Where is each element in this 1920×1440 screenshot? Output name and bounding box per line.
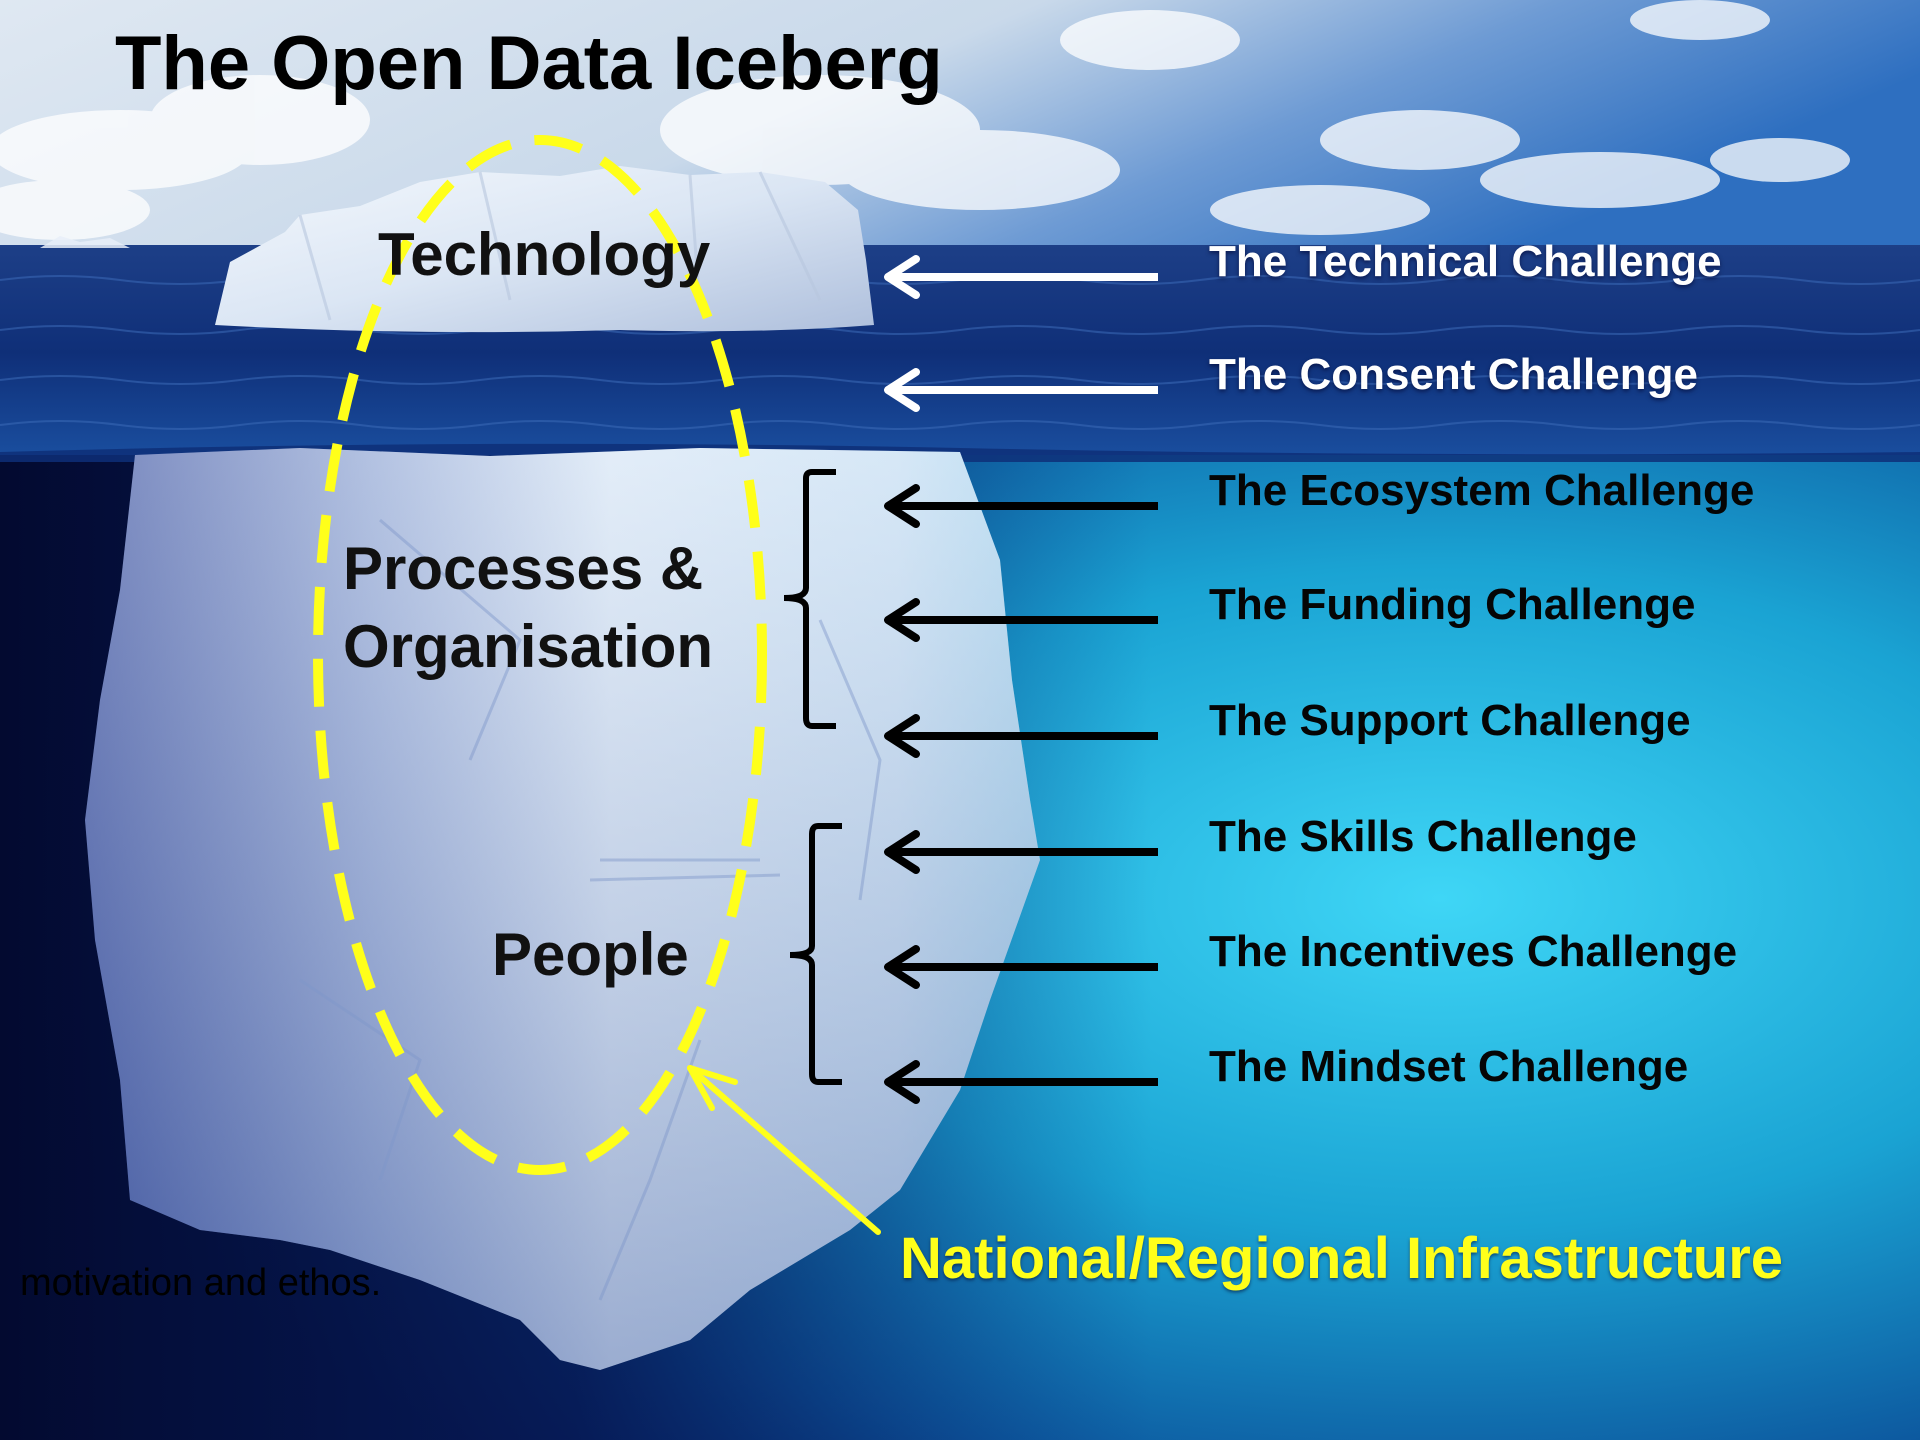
- challenge-mindset: The Mindset Challenge: [1209, 1042, 1689, 1091]
- challenge-funding: The Funding Challenge: [1209, 580, 1696, 629]
- challenge-incentives: The Incentives Challenge: [1209, 927, 1738, 976]
- challenge-ecosystem: The Ecosystem Challenge: [1209, 466, 1755, 515]
- challenge-arrow-5: [884, 714, 1158, 758]
- challenge-arrow-2: [884, 368, 1158, 412]
- iceberg-tip: [215, 166, 874, 333]
- clouds: [0, 0, 1850, 240]
- tier-processes-line2: Organisation: [343, 613, 714, 680]
- challenge-support: The Support Challenge: [1209, 696, 1691, 745]
- challenge-arrow-1: [884, 255, 1158, 299]
- infrastructure-callout: National/Regional Infrastructure: [900, 1226, 1784, 1291]
- tier-processes-organisation: Processes & Organisation: [343, 530, 713, 686]
- challenge-consent: The Consent Challenge: [1209, 350, 1698, 399]
- tier-dashed-ellipse: [313, 135, 767, 1175]
- slide-title: The Open Data Iceberg: [115, 21, 943, 106]
- challenge-technical: The Technical Challenge: [1209, 237, 1722, 286]
- infrastructure-pointer: [687, 1065, 881, 1235]
- challenge-arrow-6: [884, 830, 1158, 874]
- tier-people: People: [492, 921, 689, 988]
- bracket-processes: [783, 469, 836, 729]
- challenge-arrow-8: [884, 1060, 1158, 1104]
- challenge-arrow-4: [884, 598, 1158, 642]
- tier-processes-line1: Processes &: [343, 535, 704, 602]
- challenge-arrows: [884, 255, 1158, 1104]
- challenge-arrow-7: [884, 945, 1158, 989]
- bracket-people: [789, 823, 842, 1085]
- challenge-arrow-3: [884, 484, 1158, 528]
- tier-technology: Technology: [378, 221, 711, 288]
- footnote-text: motivation and ethos.: [20, 1262, 382, 1304]
- challenge-skills: The Skills Challenge: [1209, 812, 1637, 861]
